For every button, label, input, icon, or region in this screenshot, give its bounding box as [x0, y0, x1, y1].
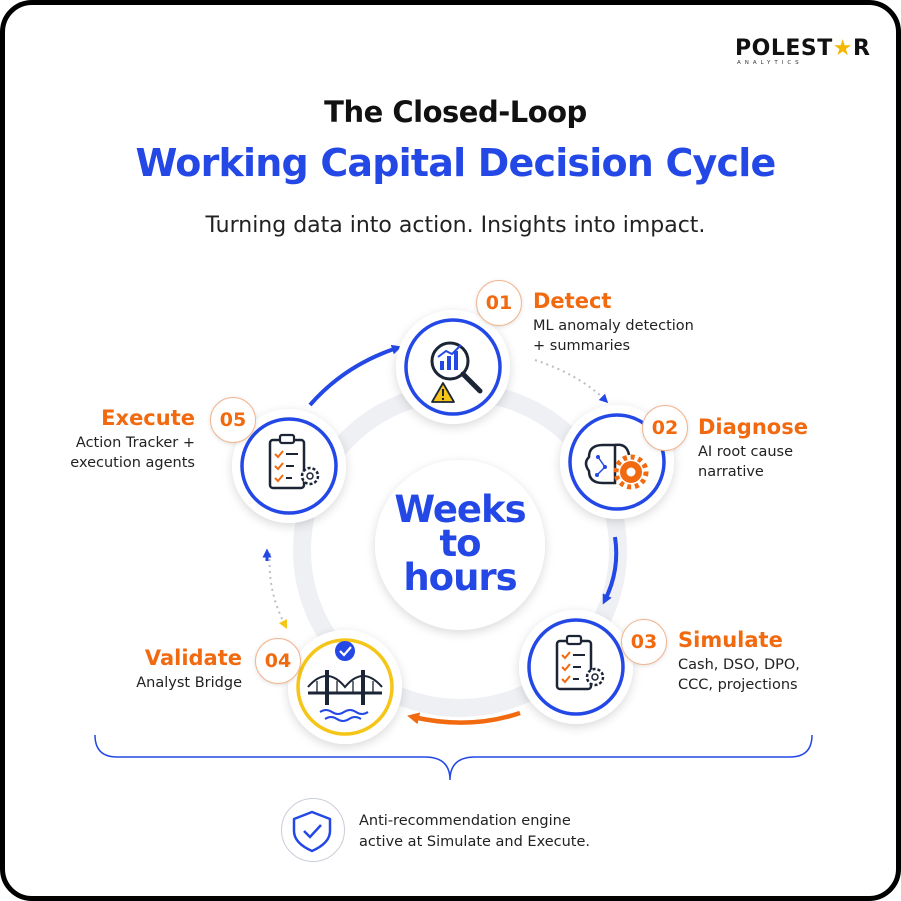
step-title-detect: Detect: [533, 289, 612, 313]
step-number-03: 03: [621, 619, 667, 665]
step-number-05: 05: [210, 397, 256, 443]
step-desc-diagnose: AI root cause narrative: [698, 442, 793, 482]
step-number-02: 02: [642, 405, 688, 451]
step-desc-simulate-line-1: Cash, DSO, DPO,: [678, 657, 800, 673]
step-number-04: 04: [255, 638, 301, 684]
node-simulate: [519, 610, 633, 724]
polestar-logo: POLEST★R ANALYTICS: [735, 36, 875, 67]
step-desc-simulate-line-2: CCC, projections: [678, 677, 798, 693]
clipboard-checklist-gear-icon: [268, 433, 320, 490]
magnifier-chart-warning-icon: [430, 341, 483, 403]
node-validate: [288, 630, 402, 744]
center-label: Weeks to hours: [360, 488, 560, 599]
step-desc-execute-line-1: Action Tracker +: [75, 435, 195, 451]
step-title-validate: Validate: [144, 646, 242, 670]
anti-recommendation-note: Anti-recommendation engine active at Sim…: [359, 811, 590, 853]
step-desc-validate-line-1: Analyst Bridge: [136, 675, 242, 691]
step-title-simulate: Simulate: [678, 628, 783, 652]
step-desc-detect-line-1: ML anomaly detection: [533, 318, 694, 334]
logo-star: ★: [832, 36, 853, 61]
step-title-execute: Execute: [101, 406, 195, 430]
shield-badge: [281, 798, 345, 862]
bottom-brace: [94, 734, 813, 781]
step-desc-execute-line-2: execution agents: [70, 455, 195, 471]
clipboard-gear-icon: [555, 634, 605, 691]
cycle-diagram: [94, 310, 813, 853]
node-execute: [232, 409, 346, 523]
center-line-2: to: [439, 522, 481, 565]
subtitle: Turning data into action. Insights into …: [205, 213, 706, 238]
step-number-01: 01: [476, 280, 522, 326]
title-line-2: Working Capital Decision Cycle: [135, 141, 777, 185]
step-desc-detect-line-2: + summaries: [533, 338, 631, 354]
note-line-1: Anti-recommendation engine: [359, 813, 571, 829]
step-desc-diagnose-line-1: AI root cause: [698, 444, 794, 460]
center-line-3: hours: [403, 556, 517, 599]
arrow-simulate-to-validate: [407, 710, 521, 725]
step-desc-simulate: Cash, DSO, DPO, CCC, projections: [678, 655, 800, 695]
arrow-execute-to-detect: [308, 344, 402, 407]
logo-text-left: POLEST: [735, 36, 833, 61]
arrow-validate-to-execute: [268, 552, 288, 630]
center-line-1: Weeks: [394, 488, 526, 531]
arrow-diagnose-to-simulate: [602, 536, 619, 605]
logo-text-right: R: [852, 36, 871, 61]
step-desc-execute: Action Tracker + execution agents: [25, 433, 195, 473]
arrow-detect-to-diagnose: [534, 359, 609, 404]
note-line-2: active at Simulate and Execute.: [359, 834, 591, 850]
step-desc-diagnose-line-2: narrative: [698, 464, 764, 480]
step-desc-detect: ML anomaly detection + summaries: [533, 316, 694, 356]
step-desc-validate: Analyst Bridge: [65, 673, 242, 693]
title-line-1: The Closed-Loop: [324, 95, 587, 129]
brain-gear-icon: [584, 443, 649, 490]
center-disc: [375, 460, 545, 630]
step-title-diagnose: Diagnose: [698, 415, 808, 439]
logo-subtext: ANALYTICS: [737, 60, 803, 66]
bridge-check-icon: [307, 641, 383, 722]
node-detect: [396, 310, 510, 424]
